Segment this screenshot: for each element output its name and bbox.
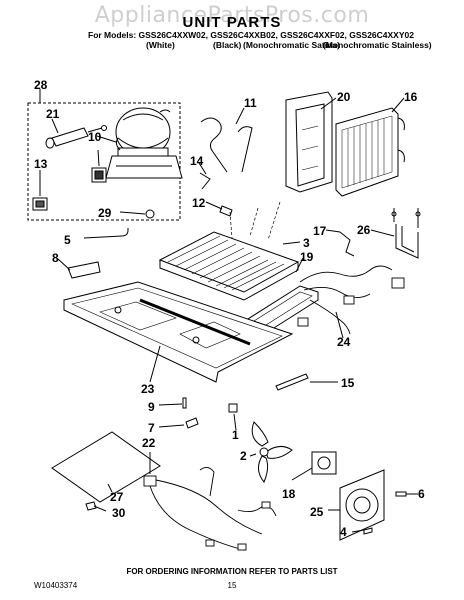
callout-22: 22 (142, 436, 156, 450)
callout-11: 11 (244, 96, 257, 110)
callout-21: 21 (46, 107, 60, 121)
fan-blade (251, 421, 293, 483)
callout-9: 9 (148, 400, 155, 414)
leader-14 (198, 162, 207, 175)
drier-12 (219, 205, 233, 217)
leader-1 (233, 413, 237, 431)
callout-13: 13 (34, 157, 48, 171)
callout-16: 16 (404, 90, 418, 104)
insulation-pad (51, 431, 161, 503)
callout-6: 6 (418, 487, 425, 501)
grommet-29 (145, 209, 155, 219)
leader-24 (335, 311, 344, 339)
leader-4 (351, 529, 365, 533)
leader-3 (282, 241, 301, 245)
callout-23: 23 (141, 382, 155, 396)
callout-12: 12 (192, 196, 206, 210)
leader-29 (119, 211, 146, 215)
leader-17 (325, 229, 341, 233)
tube-26 (391, 208, 421, 259)
leader-9 (158, 403, 183, 406)
compressor (105, 107, 183, 179)
wire-harness (143, 467, 277, 551)
models-line: For Models: GSS26C4XXW02, GSS26C4XXB02, … (88, 30, 414, 40)
callout-19: 19 (300, 250, 314, 264)
leader-20 (320, 97, 337, 110)
fan-bracket (339, 469, 385, 541)
tube-8 (67, 261, 101, 279)
leader-start (97, 149, 100, 167)
tube-17 (339, 231, 355, 257)
evaporator-coil (158, 231, 300, 301)
callout-25: 25 (310, 505, 324, 519)
leader-23 (149, 345, 161, 383)
callout-3: 3 (303, 236, 310, 250)
leader-30 (93, 505, 107, 512)
tube-11b (237, 126, 253, 173)
screw-15 (275, 373, 309, 391)
color-white: (White) (146, 40, 175, 50)
screw-6 (395, 491, 407, 497)
callout-24: 24 (337, 335, 351, 349)
leader-19 (295, 257, 304, 273)
water-line-5 (83, 228, 129, 239)
document-number: W10403374 (34, 581, 78, 590)
callout-14: 14 (190, 154, 204, 168)
callout-2: 2 (240, 449, 247, 463)
callout-28: 28 (34, 78, 48, 92)
color-satina: (Monochromatic Satina) (243, 40, 340, 50)
leader-2 (249, 453, 257, 457)
callout-15: 15 (341, 376, 355, 390)
leader-11 (235, 107, 245, 125)
callout-8: 8 (52, 251, 59, 265)
relay-part (32, 197, 48, 211)
page-number: 15 (227, 581, 237, 590)
leader-7 (158, 424, 185, 428)
base-plate (63, 281, 294, 383)
page-title: UNIT PARTS (182, 14, 282, 31)
callout-30: 30 (112, 506, 126, 520)
leader-26 (370, 229, 395, 237)
compressor-group-box (27, 102, 181, 221)
clip-30 (85, 501, 97, 511)
leader-12 (205, 201, 223, 210)
grommet-1 (228, 403, 238, 413)
callout-29: 29 (98, 206, 112, 220)
start-device (91, 167, 107, 183)
callout-27: 27 (110, 490, 124, 504)
leader-16 (391, 97, 405, 113)
fan-motor (311, 451, 337, 475)
leader-27 (107, 483, 113, 493)
leader-21 (51, 118, 59, 134)
leader-8 (57, 258, 71, 271)
callout-7: 7 (148, 421, 155, 435)
color-stainless: (Monochromatic Stainless) (323, 40, 432, 50)
leader-18 (291, 467, 313, 481)
callout-10: 10 (88, 130, 102, 144)
callout-26: 26 (357, 223, 371, 237)
callout-1: 1 (232, 428, 239, 442)
main-wire-harness (297, 265, 405, 335)
color-black: (Black) (213, 40, 242, 50)
condenser-coil (335, 107, 405, 197)
ordering-info: FOR ORDERING INFORMATION REFER TO PARTS … (126, 567, 338, 576)
condenser-shroud (285, 91, 333, 193)
screw-4 (363, 527, 373, 535)
callout-20: 20 (337, 90, 351, 104)
watermark: AppliancePartsPros.com (94, 3, 370, 28)
screw-9 (182, 397, 187, 409)
tube-11 (200, 117, 228, 173)
leader-10 (96, 135, 117, 143)
clamp-7 (185, 417, 199, 429)
overload-part (45, 125, 107, 149)
callout-4: 4 (340, 525, 347, 539)
tube-14 (199, 172, 211, 190)
callout-18: 18 (282, 487, 296, 501)
callout-5: 5 (64, 233, 71, 247)
callout-17: 17 (313, 224, 327, 238)
